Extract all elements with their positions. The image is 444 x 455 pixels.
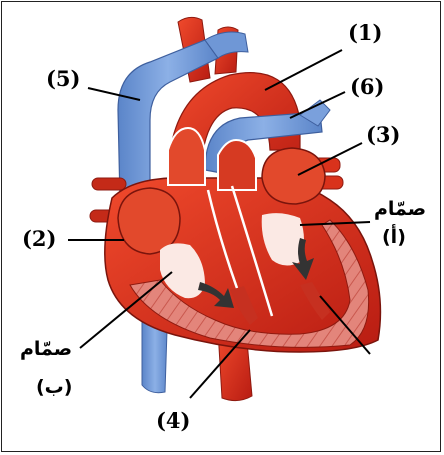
label-2: (2) — [22, 228, 56, 249]
pulmonary-vein-l1 — [92, 178, 126, 190]
label-5: (5) — [46, 68, 80, 89]
leader-1 — [265, 50, 342, 90]
label-3: (3) — [366, 124, 400, 145]
pulmonary-valve-cusps — [218, 140, 256, 190]
label-4: (4) — [156, 410, 190, 431]
left-atrium — [262, 148, 325, 204]
right-atrium — [118, 188, 180, 254]
label-6: (6) — [350, 76, 384, 97]
valve-a-word: صمّام — [374, 200, 426, 219]
valve-a-letter: (أ) — [382, 228, 406, 247]
label-1: (1) — [348, 22, 382, 43]
valve-b-word: صمّام — [20, 340, 72, 359]
valve-b-letter: (ب) — [36, 378, 72, 397]
aortic-valve-cusps — [168, 128, 205, 185]
